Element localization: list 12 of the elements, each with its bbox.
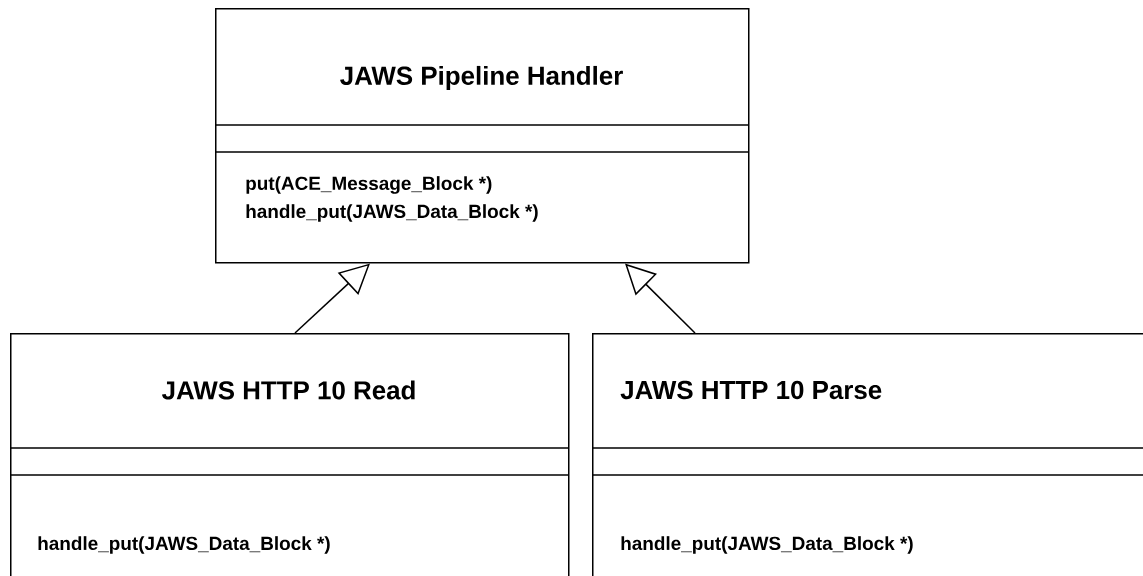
inheritance-arrow [294,263,370,334]
class-name: JAWS HTTP 10 Read [162,380,415,400]
method-name: put(ACE_Message_Block *) [246,176,492,194]
class-name: JAWS Pipeline Handler [340,65,623,91]
class-name: JAWS HTTP 10 Parse [620,380,882,400]
method-name: handle_put(JAWS_Data_Block *) [621,536,913,554]
method-name: handle_put(JAWS_Data_Block *) [38,536,330,554]
class-box [591,333,1143,576]
method-name: handle_put(JAWS_Data_Block *) [246,204,538,222]
class-box [214,8,750,264]
inheritance-arrow [625,263,696,334]
class-box [9,333,570,576]
